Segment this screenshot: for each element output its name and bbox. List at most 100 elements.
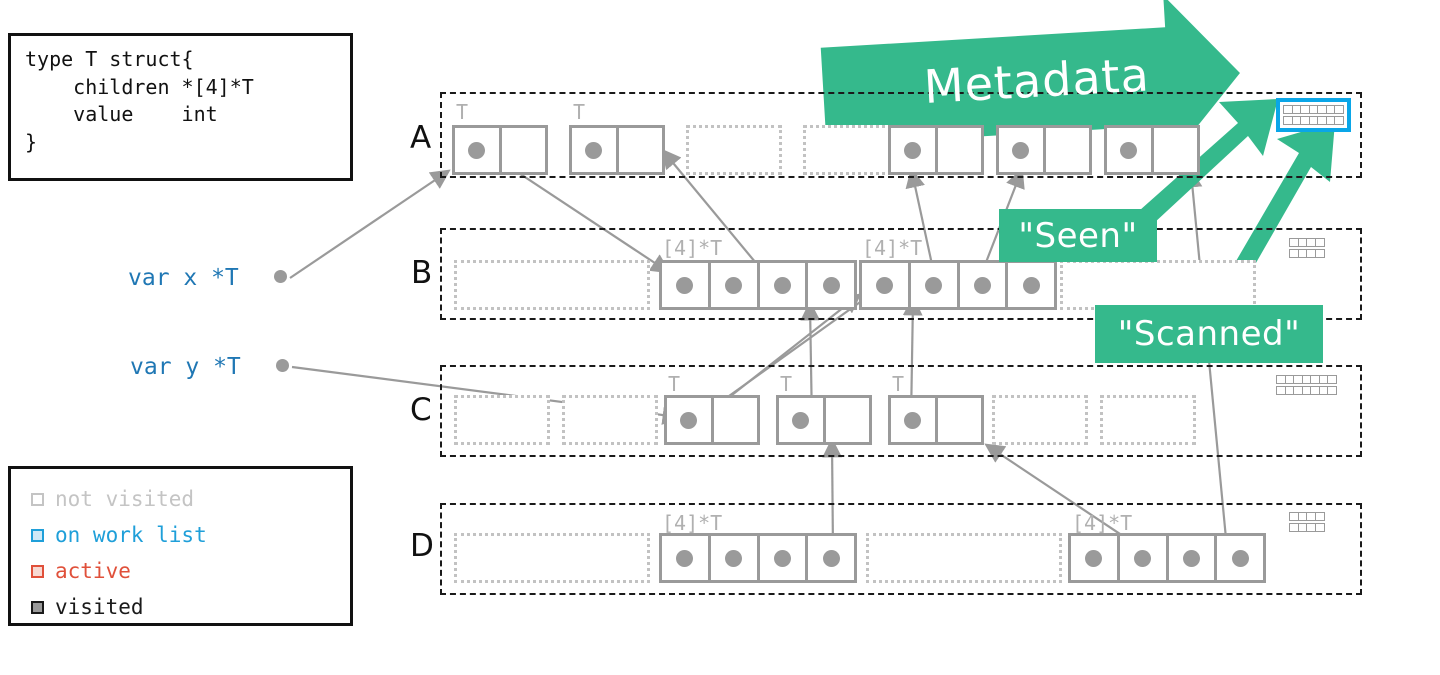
heap-object-d-array-2[interactable] xyxy=(1068,533,1266,583)
metadata-bit xyxy=(1314,512,1325,521)
heap-object-a7[interactable] xyxy=(1104,125,1200,175)
pointer-dot xyxy=(725,549,743,567)
array-elem-2 xyxy=(756,536,806,580)
span-a-type-tag-2: T xyxy=(573,100,586,124)
object-field-children xyxy=(1107,128,1151,172)
pointer-dot xyxy=(676,276,694,294)
pointer-dot xyxy=(822,549,840,567)
metadata-bit xyxy=(1327,375,1337,384)
span-b xyxy=(440,228,1362,320)
pointer-dot xyxy=(468,141,486,159)
pointer-dot xyxy=(680,411,698,429)
legend-label-on-work-list: on work list xyxy=(55,522,207,547)
heap-object-c2[interactable] xyxy=(776,395,872,445)
span-d-type-tag-1: [4]*T xyxy=(662,511,723,535)
heap-object-c3[interactable] xyxy=(888,395,984,445)
pointer-dot xyxy=(773,276,791,294)
metadata-bitmap-d[interactable] xyxy=(1289,512,1325,532)
callout-seen: "Seen" xyxy=(999,209,1157,262)
span-a-type-tag-1: T xyxy=(456,100,469,124)
metadata-block-arrow xyxy=(820,0,1240,158)
heap-slot-empty-c3 xyxy=(992,395,1088,445)
pointer-dot xyxy=(1012,141,1030,159)
metadata-bitmap-row xyxy=(1289,523,1325,532)
pointer-dot xyxy=(1231,549,1249,567)
heap-object-a6[interactable] xyxy=(996,125,1092,175)
pointer-dot xyxy=(773,549,791,567)
variable-y-label: var y *T xyxy=(130,354,241,380)
legend-item-not-visited: not visited xyxy=(31,481,350,517)
legend-swatch-active xyxy=(31,564,44,578)
heap-object-b-array-1[interactable] xyxy=(659,260,857,310)
metadata-bit xyxy=(1334,116,1344,125)
metadata-bitmap-row xyxy=(1276,375,1337,384)
heap-object-c1[interactable] xyxy=(664,395,760,445)
legend-label-visited: visited xyxy=(55,594,144,619)
object-field-value xyxy=(934,128,982,172)
array-elem-2 xyxy=(756,263,806,307)
span-letter-a: A xyxy=(410,120,432,156)
object-field-children xyxy=(572,128,616,172)
variable-x-label: var x *T xyxy=(128,265,239,291)
heap-slot-empty-a3 xyxy=(686,125,782,175)
pointer-dot xyxy=(876,276,894,294)
legend-swatch-not-visited xyxy=(31,492,44,506)
metadata-bitmap-row xyxy=(1276,386,1337,395)
legend-swatch-visited xyxy=(31,600,44,614)
metadata-bitmap-row xyxy=(1289,512,1325,521)
object-field-value xyxy=(1150,128,1198,172)
span-letter-b: B xyxy=(411,255,433,291)
pointer-d1-to-c2 xyxy=(822,437,843,552)
object-field-children xyxy=(891,128,935,172)
pointer-dot xyxy=(725,276,743,294)
object-field-value xyxy=(1042,128,1090,172)
object-field-children xyxy=(667,398,711,442)
metadata-bit xyxy=(1314,523,1325,532)
span-letter-d: D xyxy=(410,528,434,564)
legend-label-active: active xyxy=(55,558,131,583)
array-elem-1 xyxy=(907,263,957,307)
pointer-dot xyxy=(973,276,991,294)
object-field-children xyxy=(891,398,935,442)
object-field-value xyxy=(710,398,758,442)
array-elem-0 xyxy=(662,263,708,307)
span-d xyxy=(440,503,1362,595)
array-elem-1 xyxy=(707,536,757,580)
array-elem-3 xyxy=(805,263,854,307)
metadata-bitmap-a[interactable] xyxy=(1276,98,1351,132)
metadata-bitmap-row xyxy=(1283,116,1344,125)
pointer-dot xyxy=(1134,549,1152,567)
heap-object-a1[interactable] xyxy=(452,125,548,175)
object-field-children xyxy=(999,128,1043,172)
object-field-value xyxy=(498,128,546,172)
type-definition-box: type T struct{ children *[4]*T value int… xyxy=(8,33,353,181)
variable-x-pointer-dot xyxy=(274,270,287,283)
heap-object-a5[interactable] xyxy=(888,125,984,175)
metadata-bitmap-row xyxy=(1283,105,1344,114)
type-definition-code: type T struct{ children *[4]*T value int… xyxy=(25,47,254,154)
metadata-bitmap-c[interactable] xyxy=(1276,375,1337,395)
span-c-type-tag-3: T xyxy=(892,372,905,396)
heap-object-d-array-1[interactable] xyxy=(659,533,857,583)
variable-y-pointer-dot xyxy=(276,359,289,372)
heap-slot-empty-d1 xyxy=(454,533,650,583)
heap-object-b-array-2[interactable] xyxy=(859,260,1057,310)
heap-slot-empty-c2 xyxy=(562,395,658,445)
metadata-bit xyxy=(1334,105,1344,114)
array-elem-1 xyxy=(707,263,757,307)
heap-slot-empty-c1 xyxy=(454,395,550,445)
pointer-dot xyxy=(904,411,922,429)
object-field-value xyxy=(615,128,663,172)
heap-object-a2[interactable] xyxy=(569,125,665,175)
array-elem-0 xyxy=(1071,536,1117,580)
span-c-type-tag-2: T xyxy=(780,372,793,396)
metadata-bitmap-row xyxy=(1289,249,1325,258)
legend-item-on-work-list: on work list xyxy=(31,517,350,553)
object-field-value xyxy=(934,398,982,442)
array-elem-3 xyxy=(805,536,854,580)
array-elem-0 xyxy=(662,536,708,580)
span-b-type-tag-2: [4]*T xyxy=(862,236,923,260)
pointer-dot xyxy=(676,549,694,567)
pointer-dot xyxy=(1120,141,1138,159)
metadata-bitmap-b[interactable] xyxy=(1289,238,1325,258)
